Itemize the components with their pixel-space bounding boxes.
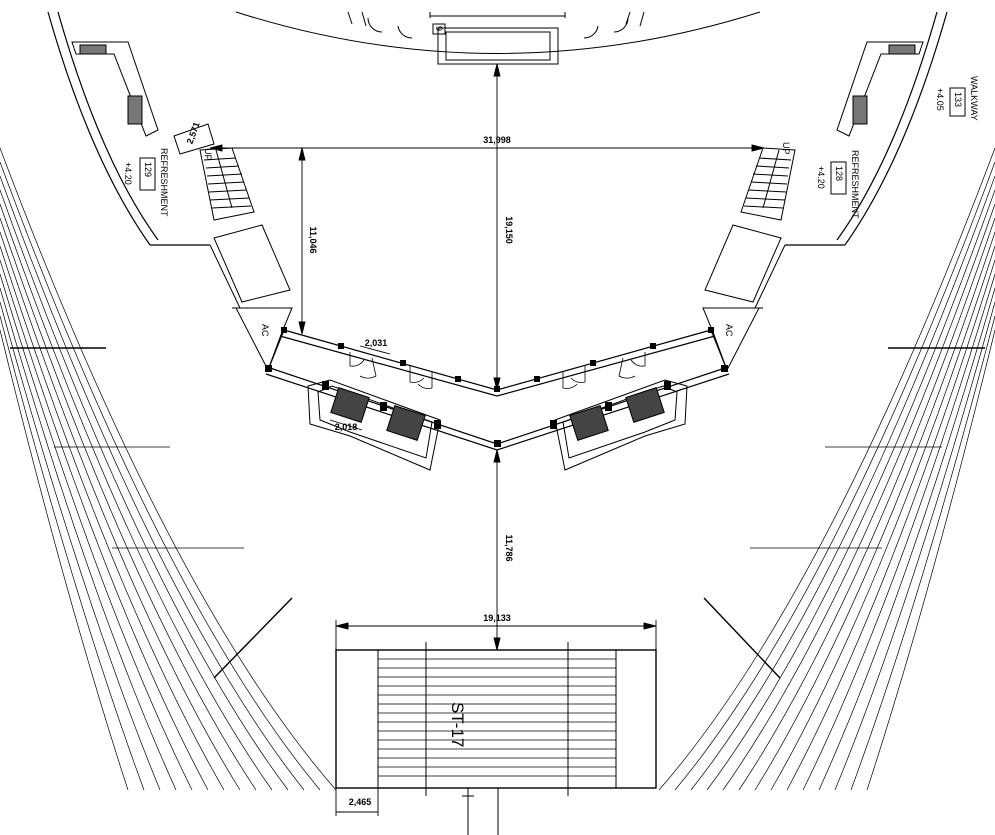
stage-stairs xyxy=(335,642,657,835)
ac-label-left: AC xyxy=(260,324,270,337)
dim-depth-center: 19,150 xyxy=(504,216,514,244)
stair-pod-left xyxy=(307,379,441,471)
room-name-left: REFRESHMENT xyxy=(159,148,169,217)
room-number-left: 129 xyxy=(143,162,153,177)
room-tag-box-right xyxy=(830,161,847,195)
inner-walls xyxy=(47,11,948,246)
room-level-left: +4.20 xyxy=(123,162,133,185)
counter-left xyxy=(71,41,159,137)
upper-hall xyxy=(235,11,761,65)
wall-posts xyxy=(265,327,728,447)
ac-room-left xyxy=(235,307,293,372)
dimension-lines xyxy=(209,63,765,816)
shaft-wall-right xyxy=(754,244,786,309)
room-name-walkway: WALKWAY xyxy=(969,76,979,121)
shaft-wall-left xyxy=(209,244,241,309)
stair-left xyxy=(173,123,255,221)
room-tag-box-walkway xyxy=(949,87,966,117)
room-number-walkway: 133 xyxy=(953,92,963,107)
room-tag-box-left xyxy=(139,157,156,191)
dim-stage-width: 19,133 xyxy=(483,613,511,623)
room-number-right: 128 xyxy=(834,166,844,181)
dim-corridor-length: 11,786 xyxy=(504,534,514,561)
up-label-right: UP xyxy=(781,142,791,155)
dim-stair-tread: 2,571 xyxy=(185,121,202,146)
dim-bottom-width: 2,465 xyxy=(349,797,372,807)
service-box-left xyxy=(213,224,291,303)
stage-label: ST-17 xyxy=(448,702,467,747)
room-level-right: +4.20 xyxy=(816,166,826,189)
counter-right xyxy=(836,41,924,137)
dim-stair-width: 2,018 xyxy=(335,422,358,432)
dim-depth-left: 11,046 xyxy=(308,226,318,253)
service-box-right xyxy=(704,224,782,303)
seating-tiers-right xyxy=(658,147,995,791)
doors-v xyxy=(349,352,646,389)
ac-label-right: AC xyxy=(724,324,734,337)
ac-room-right xyxy=(702,307,760,372)
stair-pod-right xyxy=(554,379,688,471)
dim-door-width: 2,031 xyxy=(365,338,388,348)
room-name-right: REFRESHMENT xyxy=(850,150,860,219)
stair-right xyxy=(740,147,796,221)
room-level-walkway: +4.05 xyxy=(935,88,945,111)
up-label-left: UP xyxy=(203,148,213,161)
dim-width-top: 31,998 xyxy=(483,135,511,145)
seating-tiers-left xyxy=(0,147,337,791)
top-mark: 9 xyxy=(434,26,444,31)
